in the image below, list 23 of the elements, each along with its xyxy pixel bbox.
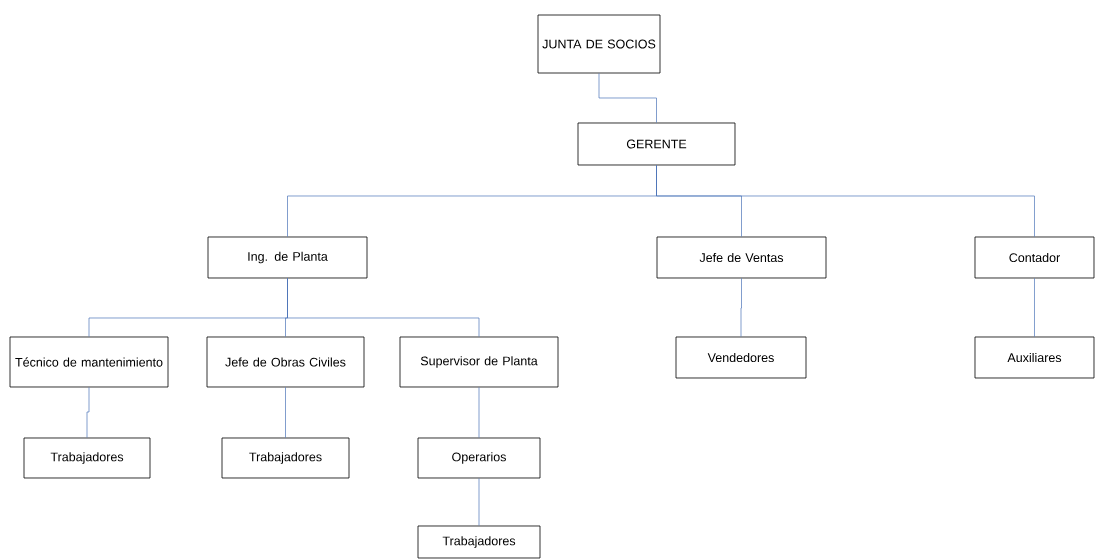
org-box: Supervisor de Planta	[399, 336, 559, 388]
connector-line	[285, 387, 286, 438]
org-box: Auxiliares	[974, 336, 1095, 379]
org-box: Trabajadores	[221, 437, 350, 479]
connector-line	[740, 278, 742, 337]
connector-line	[86, 387, 90, 438]
org-box: Ing. de Planta	[207, 236, 368, 279]
connector-line	[1034, 278, 1035, 337]
connector-line	[478, 387, 480, 438]
connector-line	[287, 278, 480, 337]
connector-line	[598, 73, 657, 123]
org-box: Operarios	[417, 437, 541, 479]
org-box: Jefe de Obras Civiles	[206, 336, 365, 388]
org-box: Trabajadores	[417, 525, 541, 559]
org-box: Vendedores	[675, 336, 807, 379]
org-box: JUNTA DE SOCIOS	[537, 14, 661, 74]
org-box: GERENTE	[577, 122, 736, 166]
org-box: Jefe de Ventas	[656, 236, 827, 279]
org-box: Técnico de mantenimiento	[9, 336, 169, 388]
connector-line	[656, 165, 1035, 237]
org-box: Trabajadores	[23, 437, 151, 479]
connector-line	[478, 478, 480, 526]
org-box: Contador	[974, 236, 1095, 279]
